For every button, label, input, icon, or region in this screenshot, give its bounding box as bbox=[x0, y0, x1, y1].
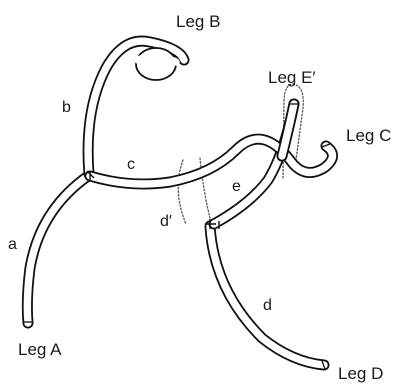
tube-segment-b bbox=[88, 41, 184, 174]
label-leg-a: Leg A bbox=[18, 340, 62, 359]
label-segment-d-prime: d′ bbox=[160, 213, 172, 230]
label-segment-a: a bbox=[8, 236, 17, 253]
label-leg-d: Leg D bbox=[338, 364, 383, 383]
label-segment-c: c bbox=[127, 156, 135, 173]
label-segment-d: d bbox=[263, 297, 272, 314]
label-leg-e-prime: Leg E′ bbox=[268, 68, 316, 87]
label-leg-c: Leg C bbox=[346, 126, 391, 145]
label-leg-b: Leg B bbox=[176, 12, 220, 31]
tube-segment-a bbox=[27, 176, 88, 323]
label-segment-e: e bbox=[232, 178, 241, 195]
tube-segment-d bbox=[210, 226, 324, 365]
label-segment-b: b bbox=[62, 99, 71, 116]
